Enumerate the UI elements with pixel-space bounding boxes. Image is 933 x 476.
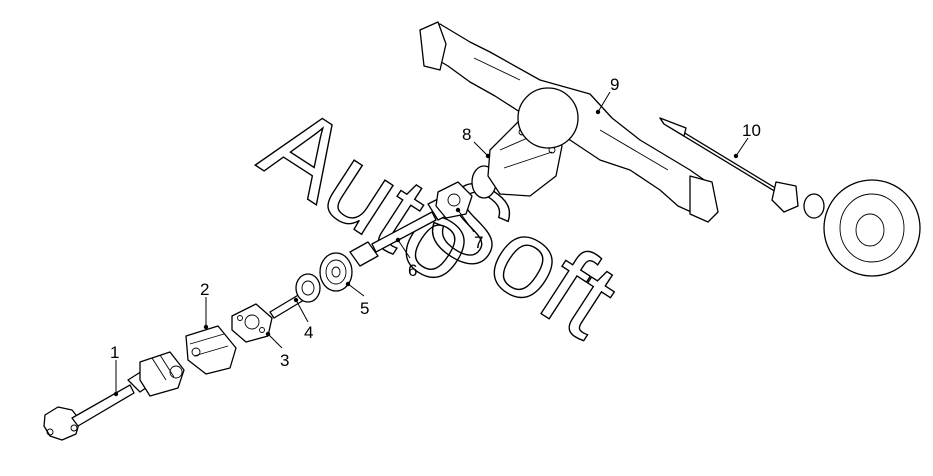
leader-9 xyxy=(597,91,611,113)
universal-joint xyxy=(435,181,473,219)
leader-10 xyxy=(735,137,749,157)
callout-labels: 1 2 3 4 5 6 7 8 9 10 xyxy=(110,75,761,370)
callout-1: 1 xyxy=(110,343,119,362)
leader-5 xyxy=(347,283,365,297)
callout-2: 2 xyxy=(200,280,209,299)
callout-10: 10 xyxy=(742,121,761,140)
callout-7: 7 xyxy=(474,233,483,252)
bearing-ring xyxy=(319,252,353,292)
leader-8 xyxy=(473,141,489,157)
axle-shaft-assembly xyxy=(659,117,921,277)
callout-5: 5 xyxy=(360,299,369,318)
rear-axle-housing xyxy=(419,21,719,223)
leader-7 xyxy=(457,209,475,233)
leader-6 xyxy=(397,239,411,259)
yoke-flange xyxy=(231,303,273,343)
leader-3 xyxy=(267,333,283,349)
callout-3: 3 xyxy=(280,351,289,370)
callout-9: 9 xyxy=(610,75,619,94)
stub-shaft xyxy=(269,273,321,319)
callout-6: 6 xyxy=(408,261,417,280)
leader-4 xyxy=(295,299,309,323)
callout-4: 4 xyxy=(304,323,313,342)
bearing-housing xyxy=(185,325,237,375)
callout-8: 8 xyxy=(462,125,471,144)
callout-leaders xyxy=(113,91,749,397)
front-propeller-shaft xyxy=(43,351,185,441)
